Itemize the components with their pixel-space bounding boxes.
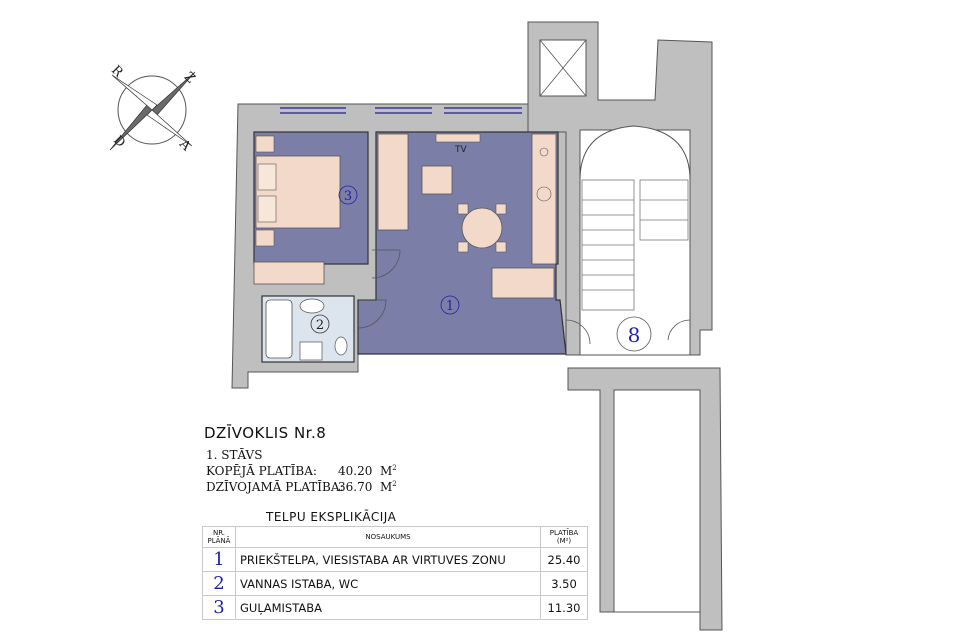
room-number-circle [338,185,358,205]
dining-chair [495,203,507,215]
dining-table [461,207,503,249]
row-area: 11.30 [540,595,588,620]
sink-icon [536,186,552,202]
kitchen-wardrobe [491,267,555,299]
stair-number: 8 [628,323,641,347]
dining-chair [457,241,469,253]
stove-icon [539,147,549,157]
room-number-3: 3 [344,189,352,204]
kitchen-counter [531,133,557,265]
room-number-2: 2 [316,318,324,333]
row-area: 3.50 [540,571,588,596]
row-name: VANNAS ISTABA, WC [235,571,541,596]
living-area-value: 36.70 M2 [338,480,397,494]
coffee-table [421,165,453,195]
row-name: PRIEKŠTELPA, VIESISTABA AR VIRTUVES ZONU [235,547,541,572]
row-nr: 3 [202,595,236,620]
total-area-label: KOPĒJĀ PLATĪBA: [206,464,317,478]
row-area: 25.40 [540,547,588,572]
explication-title: TELPU EKSPLIKĀCIJA [266,510,397,524]
wardrobe [253,261,325,285]
table-row: 1 PRIEKŠTELPA, VIESISTABA AR VIRTUVES ZO… [202,547,588,572]
row-name: GUĻAMISTABA [235,595,541,620]
tv-unit [435,133,481,143]
toilet-icon [334,336,348,356]
living-area-label: DZĪVOJAMĀ PLATĪBA: [206,480,344,494]
tv-label: TV [454,145,467,155]
washing-machine [299,341,323,361]
bed-pillow [257,163,277,191]
total-area-value: 40.20 M2 [338,464,397,478]
floor-label: 1. STĀVS [206,448,263,462]
stair-number-circle [616,316,652,352]
room-number-circle [310,314,330,334]
nightstand [255,229,275,247]
row-nr: 2 [202,571,236,596]
table-row: 3 GUĻAMISTABA 11.30 [202,595,588,620]
washbasin-icon [299,298,325,314]
dining-chair [457,203,469,215]
compass-east-label: A [175,136,193,154]
bathtub [265,299,293,359]
staircase [581,179,689,311]
doors [357,249,691,345]
header-nr: NR.PLĀNĀ [202,526,236,548]
explication-header-row: NR.PLĀNĀ NOSAUKUMS PLATĪBA(M²) [202,526,588,548]
row-nr: 1 [202,547,236,572]
header-name: NOSAUKUMS [235,526,541,548]
room-number-1: 1 [446,299,454,314]
explication-table: NR.PLĀNĀ NOSAUKUMS PLATĪBA(M²) 1 PRIEKŠT… [202,526,588,620]
apartment-title: DZĪVOKLIS Nr.8 [204,424,327,442]
compass-rose-icon: Z A D R [108,63,198,155]
dining-chair [495,241,507,253]
table-row: 2 VANNAS ISTABA, WC 3.50 [202,571,588,596]
room-number-circle [440,295,460,315]
windows [280,107,522,114]
bed-pillow [257,195,277,223]
header-area: PLATĪBA(M²) [540,526,588,548]
sofa [377,133,409,231]
nightstand [255,135,275,153]
corridor-floor [613,389,701,613]
